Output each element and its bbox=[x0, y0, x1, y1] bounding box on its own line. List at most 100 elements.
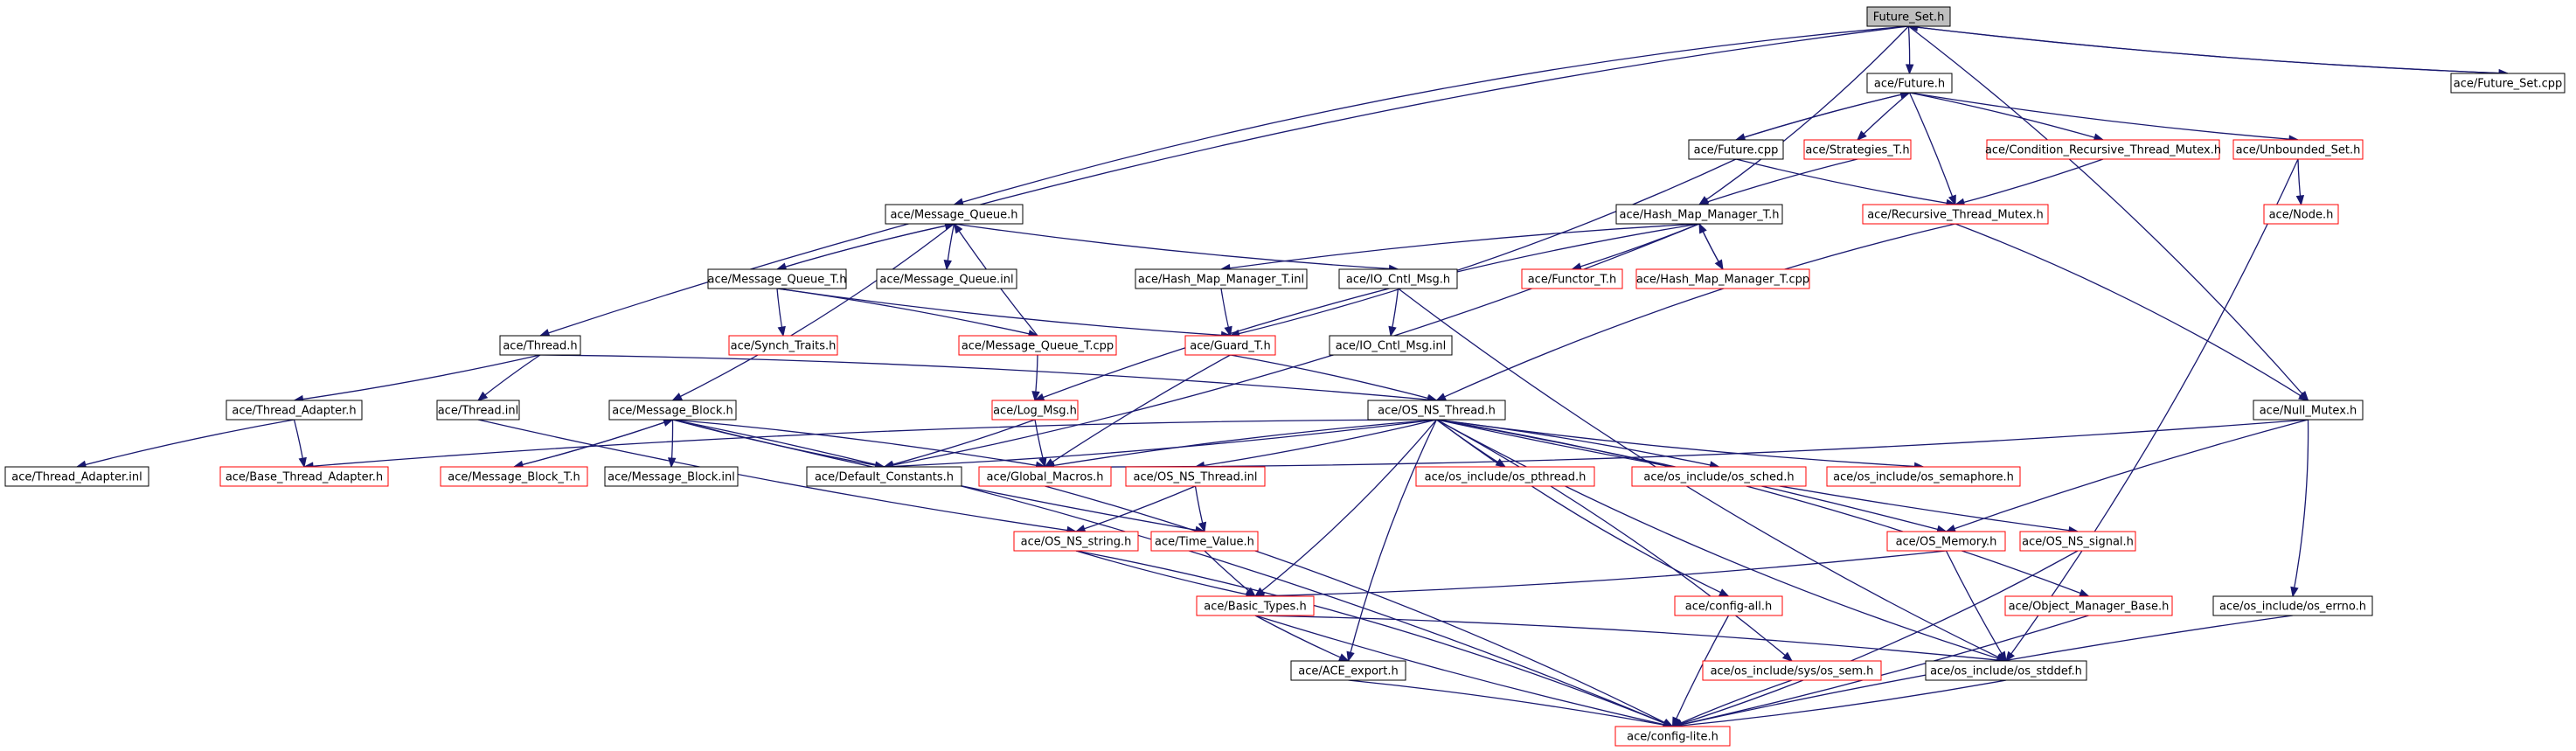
node-box[interactable] bbox=[728, 335, 838, 356]
node-os-ns-thread-h[interactable]: ace/OS_NS_Thread.h bbox=[1367, 400, 1506, 421]
node-box[interactable] bbox=[1862, 204, 2049, 225]
node-os-ns-string-h[interactable]: ace/OS_NS_string.h bbox=[1013, 531, 1139, 552]
node-box[interactable] bbox=[1688, 139, 1784, 160]
node-box[interactable] bbox=[1415, 466, 1595, 487]
node-box[interactable] bbox=[608, 400, 737, 421]
node-box[interactable] bbox=[604, 466, 739, 487]
node-os-semaphore-h[interactable]: ace/os_include/os_semaphore.h bbox=[1826, 466, 2021, 487]
node-recursive-thread-mutex-h[interactable]: ace/Recursive_Thread_Mutex.h bbox=[1862, 204, 2049, 225]
node-os-sys-sem-h[interactable]: ace/os_include/sys/os_sem.h bbox=[1702, 660, 1882, 681]
node-thread-adapter-h[interactable]: ace/Thread_Adapter.h bbox=[226, 400, 363, 421]
node-future-set-cpp[interactable]: ace/Future_Set.cpp bbox=[2450, 73, 2566, 94]
node-message-queue-t-h[interactable]: ace/Message_Queue_T.h bbox=[707, 268, 847, 289]
node-box[interactable] bbox=[978, 466, 1112, 487]
node-box[interactable] bbox=[876, 268, 1017, 289]
node-os-errno-h[interactable]: ace/os_include/os_errno.h bbox=[2212, 595, 2373, 616]
node-cond-rec-thread-mutex-h[interactable]: ace/Condition_Recursive_Thread_Mutex.h bbox=[1985, 139, 2221, 160]
node-null-mutex-h[interactable]: ace/Null_Mutex.h bbox=[2253, 400, 2364, 421]
node-hash-map-manager-t-inl[interactable]: ace/Hash_Map_Manager_T.inl bbox=[1135, 268, 1308, 289]
node-os-stddef-h[interactable]: ace/os_include/os_stddef.h bbox=[1925, 660, 2087, 681]
node-future-set-h[interactable]: Future_Set.h bbox=[1866, 6, 1951, 27]
node-object-manager-base-h[interactable]: ace/Object_Manager_Base.h bbox=[2004, 595, 2173, 616]
node-box[interactable] bbox=[4, 466, 149, 487]
node-os-ns-signal-h[interactable]: ace/OS_NS_signal.h bbox=[2019, 531, 2136, 552]
node-hash-map-manager-t-cpp[interactable]: ace/Hash_Map_Manager_T.cpp bbox=[1635, 268, 1810, 289]
node-box[interactable] bbox=[958, 335, 1117, 356]
node-thread-inl[interactable]: ace/Thread.inl bbox=[436, 400, 520, 421]
node-basic-types-h[interactable]: ace/Basic_Types.h bbox=[1196, 595, 1315, 616]
node-global-macros-h[interactable]: ace/Global_Macros.h bbox=[978, 466, 1112, 487]
node-box[interactable] bbox=[2263, 204, 2339, 225]
node-box[interactable] bbox=[219, 466, 389, 487]
node-os-pthread-h[interactable]: ace/os_include/os_pthread.h bbox=[1415, 466, 1595, 487]
node-box[interactable] bbox=[1135, 268, 1308, 289]
node-box[interactable] bbox=[2450, 73, 2566, 94]
node-box[interactable] bbox=[1614, 726, 1731, 747]
node-box[interactable] bbox=[1150, 531, 1259, 552]
node-box[interactable] bbox=[1803, 139, 1912, 160]
node-os-ns-thread-inl[interactable]: ace/OS_NS_Thread.inl bbox=[1125, 466, 1266, 487]
node-ace-export-h[interactable]: ace/ACE_export.h bbox=[1290, 660, 1406, 681]
node-box[interactable] bbox=[436, 400, 520, 421]
node-box[interactable] bbox=[2212, 595, 2373, 616]
node-message-block-t-h[interactable]: ace/Message_Block_T.h bbox=[440, 466, 588, 487]
node-box[interactable] bbox=[806, 466, 962, 487]
node-box[interactable] bbox=[1290, 660, 1406, 681]
node-box[interactable] bbox=[1826, 466, 2021, 487]
node-box[interactable] bbox=[1196, 595, 1315, 616]
node-box[interactable] bbox=[2019, 531, 2136, 552]
node-message-block-inl[interactable]: ace/Message_Block.inl bbox=[604, 466, 739, 487]
node-box[interactable] bbox=[226, 400, 363, 421]
node-hash-map-manager-t-h[interactable]: ace/Hash_Map_Manager_T.h bbox=[1615, 204, 1783, 225]
node-box[interactable] bbox=[1184, 335, 1276, 356]
node-box[interactable] bbox=[707, 268, 847, 289]
node-message-block-h[interactable]: ace/Message_Block.h bbox=[608, 400, 737, 421]
node-box[interactable] bbox=[1674, 595, 1783, 616]
node-time-value-h[interactable]: ace/Time_Value.h bbox=[1150, 531, 1259, 552]
node-box[interactable] bbox=[1631, 466, 1807, 487]
node-box[interactable] bbox=[2253, 400, 2364, 421]
node-box[interactable] bbox=[2004, 595, 2173, 616]
node-config-lite-h[interactable]: ace/config-lite.h bbox=[1614, 726, 1731, 747]
node-functor-t-h[interactable]: ace/Functor_T.h bbox=[1521, 268, 1623, 289]
node-log-msg-h[interactable]: ace/Log_Msg.h bbox=[991, 400, 1079, 421]
node-strategies-t-h[interactable]: ace/Strategies_T.h bbox=[1803, 139, 1912, 160]
node-default-constants-h[interactable]: ace/Default_Constants.h bbox=[806, 466, 962, 487]
node-box[interactable] bbox=[440, 466, 588, 487]
node-box[interactable] bbox=[499, 335, 581, 356]
node-message-queue-t-cpp[interactable]: ace/Message_Queue_T.cpp bbox=[958, 335, 1117, 356]
node-box[interactable] bbox=[1635, 268, 1810, 289]
node-future-cpp[interactable]: ace/Future.cpp bbox=[1688, 139, 1784, 160]
node-box[interactable] bbox=[1925, 660, 2087, 681]
node-box[interactable] bbox=[1866, 6, 1951, 27]
node-message-queue-h[interactable]: ace/Message_Queue.h bbox=[885, 204, 1024, 225]
node-thread-adapter-inl[interactable]: ace/Thread_Adapter.inl bbox=[4, 466, 149, 487]
node-synch-traits-h[interactable]: ace/Synch_Traits.h bbox=[728, 335, 838, 356]
node-box[interactable] bbox=[1521, 268, 1623, 289]
node-box[interactable] bbox=[1329, 335, 1453, 356]
node-box[interactable] bbox=[885, 204, 1024, 225]
node-box[interactable] bbox=[991, 400, 1079, 421]
node-os-memory-h[interactable]: ace/OS_Memory.h bbox=[1886, 531, 2006, 552]
node-node-h[interactable]: ace/Node.h bbox=[2263, 204, 2339, 225]
node-box[interactable] bbox=[1338, 268, 1458, 289]
node-box[interactable] bbox=[1886, 531, 2006, 552]
node-box[interactable] bbox=[1986, 139, 2220, 160]
node-unbounded-set-h[interactable]: ace/Unbounded_Set.h bbox=[2232, 139, 2364, 160]
node-future-h[interactable]: ace/Future.h bbox=[1866, 73, 1953, 94]
node-box[interactable] bbox=[1125, 466, 1266, 487]
node-box[interactable] bbox=[1866, 73, 1953, 94]
node-io-cntl-msg-h[interactable]: ace/IO_Cntl_Msg.h bbox=[1338, 268, 1458, 289]
node-base-thread-adapter-h[interactable]: ace/Base_Thread_Adapter.h bbox=[219, 466, 389, 487]
node-io-cntl-msg-inl[interactable]: ace/IO_Cntl_Msg.inl bbox=[1329, 335, 1453, 356]
node-guard-t-h[interactable]: ace/Guard_T.h bbox=[1184, 335, 1276, 356]
node-box[interactable] bbox=[2232, 139, 2364, 160]
node-config-all-h[interactable]: ace/config-all.h bbox=[1674, 595, 1783, 616]
node-os-sched-h[interactable]: ace/os_include/os_sched.h bbox=[1631, 466, 1807, 487]
node-message-queue-inl[interactable]: ace/Message_Queue.inl bbox=[876, 268, 1017, 289]
node-box[interactable] bbox=[1367, 400, 1506, 421]
node-box[interactable] bbox=[1013, 531, 1139, 552]
node-box[interactable] bbox=[1615, 204, 1783, 225]
node-thread-h[interactable]: ace/Thread.h bbox=[499, 335, 581, 356]
node-box[interactable] bbox=[1702, 660, 1882, 681]
